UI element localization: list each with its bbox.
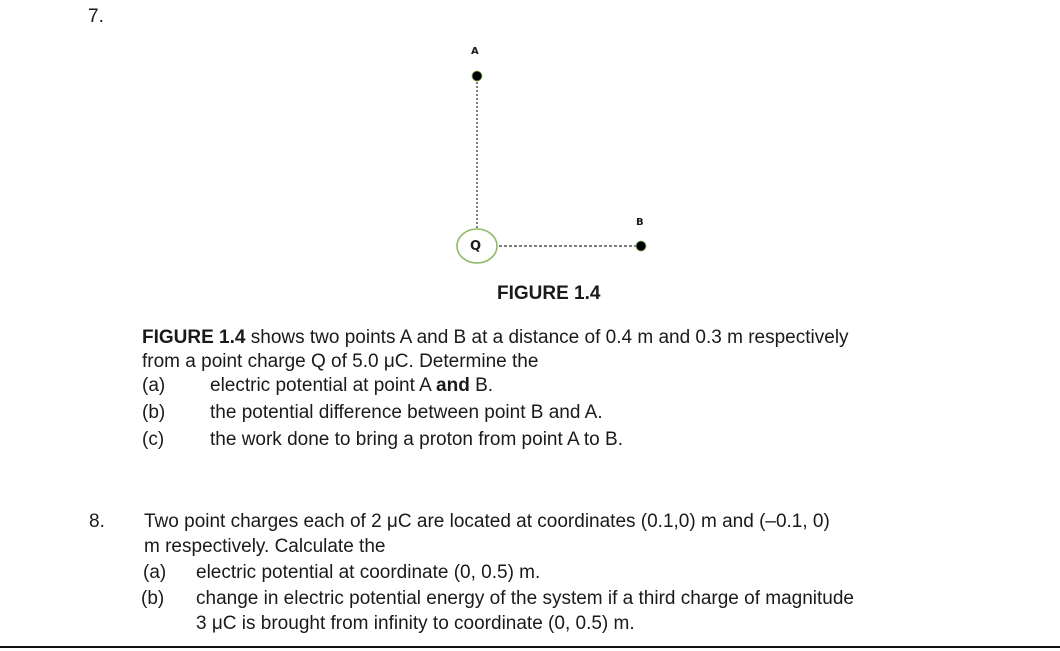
q7-part-c-text: the work done to bring a proton from poi…: [210, 429, 623, 450]
page-bottom-rule: [0, 646, 1060, 648]
q7-part-b-text: the potential difference between point B…: [210, 402, 603, 423]
q8-part-b-text-cont: 3 μC is brought from infinity to coordin…: [196, 613, 635, 634]
q7-part-a-text-post: B.: [469, 375, 494, 396]
q7-part-a-text-bold: and: [436, 375, 470, 396]
q7-part-a-text: electric potential at point A and B.: [210, 374, 493, 397]
question-8-number: 8.: [89, 511, 105, 532]
figure-caption: FIGURE 1.4: [497, 283, 601, 304]
label-point-b: B: [636, 217, 644, 228]
q8-part-b-label: (b): [141, 588, 165, 609]
label-charge-q: Q: [470, 239, 482, 254]
q7-part-b-label: (b): [142, 402, 166, 423]
q7-intro-line-1: FIGURE 1.4 shows two points A and B at a…: [142, 326, 849, 349]
q8-part-b-text: change in electric potential energy of t…: [196, 588, 854, 609]
charge-diagram-svg: [456, 70, 647, 264]
label-point-a: A: [471, 46, 479, 57]
q7-intro-line-1-text: shows two points A and B at a distance o…: [245, 327, 849, 348]
question-7-number: 7.: [88, 6, 104, 27]
q8-line-2: m respectively. Calculate the: [144, 536, 386, 557]
q7-part-c-label: (c): [142, 429, 165, 450]
figure-1-4-diagram: A B Q: [440, 40, 680, 270]
q7-part-a-text-pre: electric potential at point A: [210, 375, 437, 396]
q7-figure-ref: FIGURE 1.4: [142, 327, 246, 348]
point-a-dot: [471, 70, 483, 82]
point-b-dot: [635, 240, 647, 252]
q7-part-a-label: (a): [142, 375, 166, 396]
q8-line-1: Two point charges each of 2 μC are locat…: [144, 511, 830, 532]
q8-part-a-text: electric potential at coordinate (0, 0.5…: [196, 562, 541, 583]
charge-q-circle: [456, 228, 498, 264]
q7-intro-line-2: from a point charge Q of 5.0 μC. Determi…: [142, 351, 539, 372]
q8-part-a-label: (a): [143, 562, 167, 583]
